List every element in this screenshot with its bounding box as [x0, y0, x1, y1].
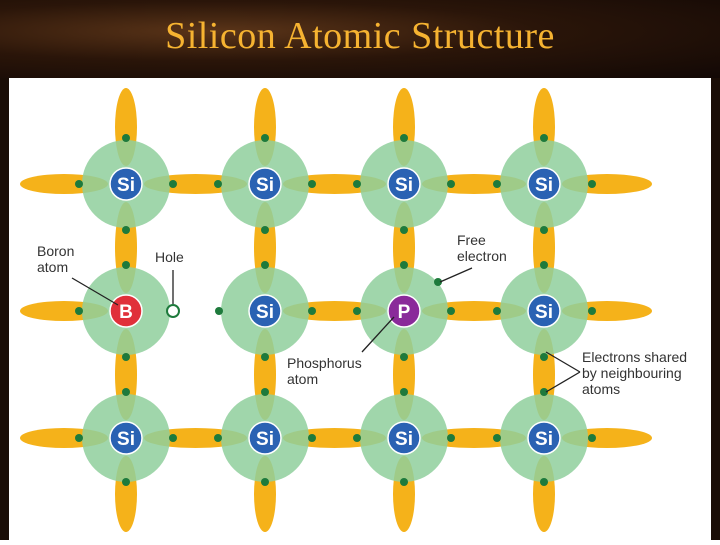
bonding-electron — [308, 307, 316, 315]
silicon-atom-label: Si — [535, 429, 553, 450]
bonding-electron — [540, 226, 548, 234]
bonding-electron — [447, 307, 455, 315]
bonding-electron — [122, 388, 130, 396]
silicon-atom-label: Si — [256, 175, 274, 196]
silicon-atom-label: Si — [256, 302, 274, 323]
bonding-electron — [122, 478, 130, 486]
bonding-electron — [540, 478, 548, 486]
bonding-electron — [493, 307, 501, 315]
bonding-electron — [400, 478, 408, 486]
bonding-electron — [214, 180, 222, 188]
bonding-electron — [588, 307, 596, 315]
bonding-electron — [122, 353, 130, 361]
bonding-electron — [353, 180, 361, 188]
bonding-electron — [353, 307, 361, 315]
bonding-electron — [122, 226, 130, 234]
silicon-atom-label: Si — [117, 429, 135, 450]
bonding-electron — [308, 180, 316, 188]
bonding-electron — [540, 134, 548, 142]
bonding-electron — [75, 180, 83, 188]
silicon-atom-label: Si — [117, 175, 135, 196]
bonding-electron — [261, 134, 269, 142]
bonding-electron — [169, 180, 177, 188]
bonding-electron — [447, 180, 455, 188]
bonding-electron — [400, 226, 408, 234]
hole-marker — [167, 305, 179, 317]
bonding-electron — [214, 434, 222, 442]
bonding-electron — [122, 134, 130, 142]
silicon-atom-label: Si — [395, 175, 413, 196]
bonding-electron — [75, 307, 83, 315]
bonding-electron — [122, 261, 130, 269]
slide-frame-right — [711, 78, 720, 540]
bonding-electron — [400, 388, 408, 396]
bonding-electron — [308, 434, 316, 442]
bonding-electron — [169, 434, 177, 442]
slide-header: Silicon Atomic Structure — [0, 0, 720, 78]
bonding-electron — [75, 434, 83, 442]
bonding-electron — [261, 261, 269, 269]
bonding-electron — [215, 307, 223, 315]
hole-annotation: Hole — [155, 249, 184, 265]
slide-title: Silicon Atomic Structure — [0, 14, 720, 58]
bonding-electron — [588, 434, 596, 442]
bonding-electron — [540, 261, 548, 269]
boron-atom-label: B — [119, 302, 133, 323]
silicon-atom-label: Si — [535, 175, 553, 196]
bonding-electron — [588, 180, 596, 188]
bonding-electron — [540, 353, 548, 361]
bonding-electron — [261, 388, 269, 396]
bonding-electron — [447, 434, 455, 442]
phosphorus-atom-label: P — [398, 302, 411, 323]
free-electron-leader-line — [440, 268, 472, 282]
silicon-atom-label: Si — [256, 429, 274, 450]
bonding-electron — [261, 353, 269, 361]
bonding-electron — [353, 434, 361, 442]
bonding-electron — [493, 434, 501, 442]
silicon-atom-label: Si — [395, 429, 413, 450]
bonding-electron — [261, 478, 269, 486]
bonding-electron — [400, 261, 408, 269]
bonding-electron — [400, 134, 408, 142]
bonding-electron — [493, 180, 501, 188]
bonding-electron — [261, 226, 269, 234]
silicon-atom-label: Si — [535, 302, 553, 323]
slide-frame-left — [0, 78, 9, 540]
bonding-electron — [400, 353, 408, 361]
